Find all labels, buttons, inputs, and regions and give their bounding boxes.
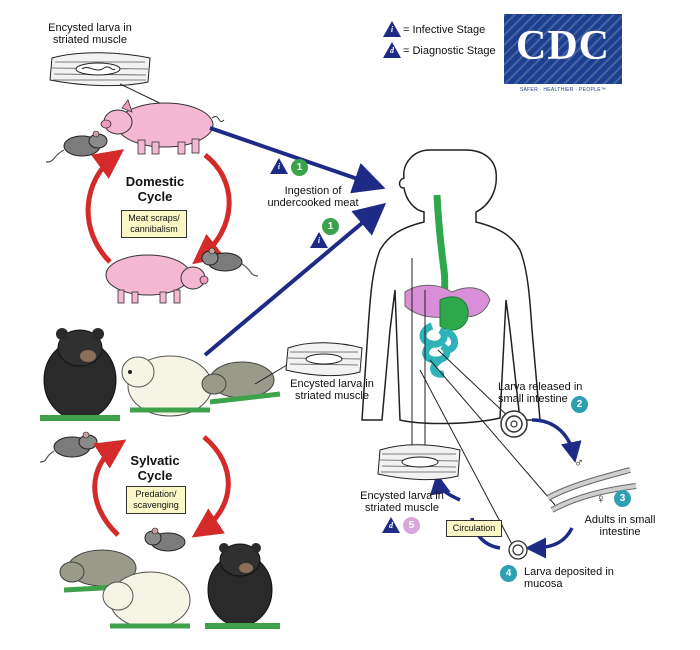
arrow-step2-to-step3 <box>531 418 582 463</box>
encysted-larva-muscle-human <box>377 444 461 481</box>
step-5-badge: 5 <box>403 517 420 534</box>
ingestion-arrow-sylvatic <box>203 202 387 357</box>
sylvatic-cycle-arrow-left <box>92 439 127 537</box>
pointer-line-human-4 <box>429 359 556 506</box>
step-5-label: Encysted larva in striated muscle <box>360 490 444 514</box>
infective-stage-icon-domestic: i <box>270 158 288 174</box>
sylvatic-cycle-title: Sylvatic Cycle <box>130 453 180 483</box>
diagnostic-stage-icon: d <box>382 517 400 533</box>
meat-scraps-box: Meat scraps/ cannibalism <box>121 210 187 238</box>
rat-sylvatic-top-illustration <box>39 431 98 463</box>
encysted-larva-muscle-sylvatic <box>285 342 363 377</box>
stomach <box>439 296 469 331</box>
pointer-line-sylvatic <box>254 361 293 385</box>
cdc-tagline: SAFER · HEALTHIER · PEOPLE™ <box>519 87 607 93</box>
cdc-logo-text: CDC <box>516 23 610 69</box>
domestic-larva-label: Encysted larva in striated muscle <box>48 22 132 46</box>
polar-bear-top-illustration <box>121 355 213 417</box>
black-bear-top-illustration <box>40 328 120 421</box>
infective-stage-legend-icon: i <box>383 21 401 37</box>
wild-boar-bottom-illustration <box>59 549 141 593</box>
rat-sylvatic-bottom-illustration <box>144 527 186 552</box>
encysted-larva-muscle-domestic <box>49 52 151 87</box>
step-2-badge: 2 <box>571 396 588 413</box>
domestic-cycle-title: Domestic Cycle <box>125 174 185 204</box>
pointer-line-human-3 <box>437 349 513 421</box>
larva-coil-released <box>500 410 528 438</box>
circulation-box: Circulation <box>446 520 502 537</box>
ingestion-label: Ingestion of undercooked meat <box>267 185 359 209</box>
infective-stage-icon-sylvatic: i <box>310 232 328 248</box>
step-3-badge: 3 <box>614 490 631 507</box>
step-1-badge-domestic: 1 <box>291 159 308 176</box>
wild-boar-top-illustration <box>201 361 281 405</box>
domestic-cycle-arrow-left <box>85 149 125 264</box>
infective-stage-legend-label: = Infective Stage <box>403 24 486 36</box>
rat-domestic-top-illustration <box>45 130 108 163</box>
domestic-cycle-arrow-right <box>192 153 232 265</box>
human-body-outline <box>361 149 541 425</box>
step-3-label: Adults in small intestine <box>584 514 656 538</box>
arrow-circulation-to-muscle <box>429 473 461 502</box>
black-bear-bottom-illustration <box>205 543 280 629</box>
step-4-label: Larva deposited in mucosa <box>524 566 614 590</box>
female-symbol: ♀ <box>596 491 606 506</box>
step-1-badge-sylvatic: 1 <box>322 218 339 235</box>
predation-box: Predation/ scavenging <box>126 486 186 514</box>
step-2-label: Larva released in small intestine <box>498 381 583 405</box>
ingestion-arrow-domestic <box>209 126 386 194</box>
pig-top-illustration <box>100 99 225 155</box>
sylvatic-cycle-arrow-right <box>191 435 231 538</box>
sylvatic-larva-label: Encysted larva in striated muscle <box>290 378 374 402</box>
pig-bottom-illustration <box>105 254 209 304</box>
male-symbol: ♂ <box>574 455 584 470</box>
polar-bear-bottom-illustration <box>102 571 191 629</box>
diagnostic-stage-legend-label: = Diagnostic Stage <box>403 45 496 57</box>
diagnostic-stage-legend-icon: d <box>383 42 401 58</box>
step-4-badge: 4 <box>500 565 517 582</box>
larva-coil-deposited <box>508 540 528 560</box>
cdc-logo: CDC <box>504 14 622 84</box>
adult-worms <box>546 467 637 513</box>
arrow-step3-to-step4 <box>525 527 574 559</box>
rat-domestic-bottom-illustration <box>201 247 259 277</box>
